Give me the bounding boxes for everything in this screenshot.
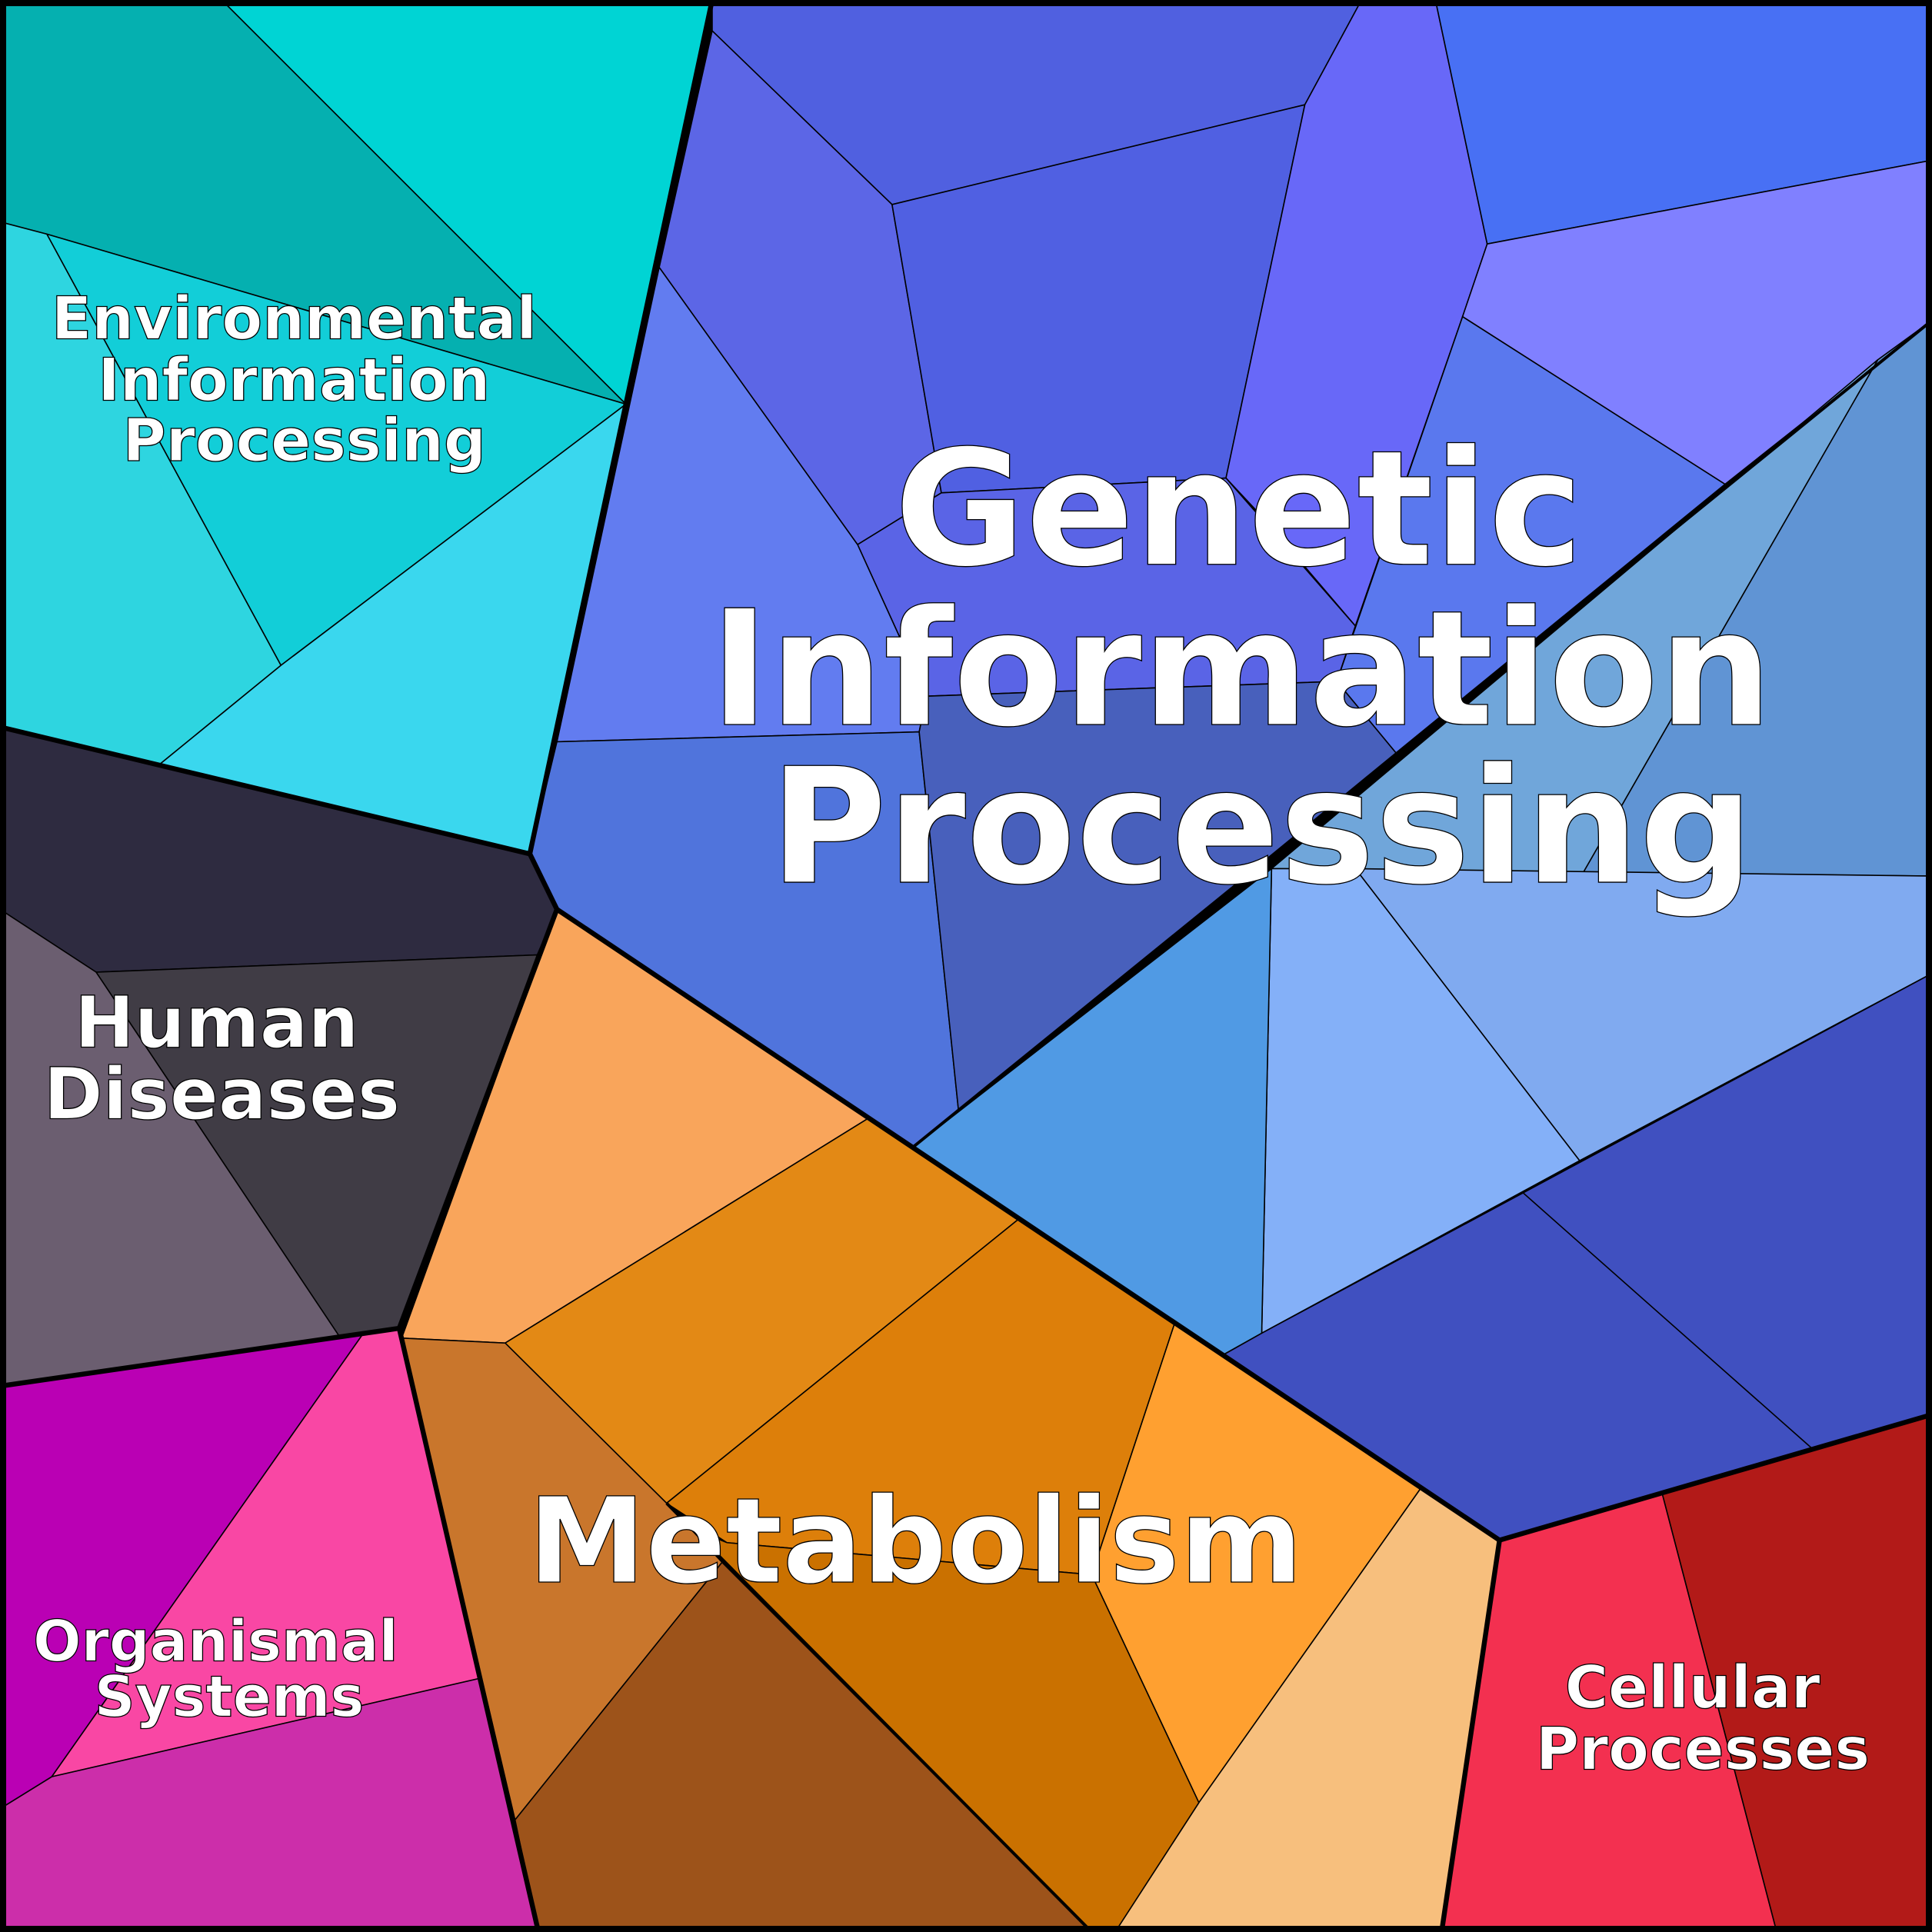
organismal-cells bbox=[0, 1327, 539, 1932]
genetic-cells bbox=[529, 0, 1932, 1541]
cell-edge bbox=[1522, 1192, 1812, 1448]
label-cellular: Cellular Processes bbox=[1536, 1654, 1870, 1784]
label-metabolism: Metabolism bbox=[528, 1473, 1304, 1611]
labels: Environmental Information Processing Hum… bbox=[32, 285, 1870, 1784]
label-genetic: Genetic Information Processing bbox=[710, 417, 1828, 921]
cell bbox=[1336, 315, 1727, 754]
cell bbox=[689, 1527, 1200, 1932]
environmental-cells bbox=[0, 0, 713, 855]
metabolism-cells bbox=[401, 908, 1501, 1932]
label-environmental: Environmental Information Processing bbox=[52, 285, 558, 476]
label-organismal: Organismal Systems bbox=[33, 1610, 418, 1730]
label-human-diseases: Human Diseases bbox=[44, 981, 401, 1136]
human-diseases-cells bbox=[0, 726, 558, 1387]
